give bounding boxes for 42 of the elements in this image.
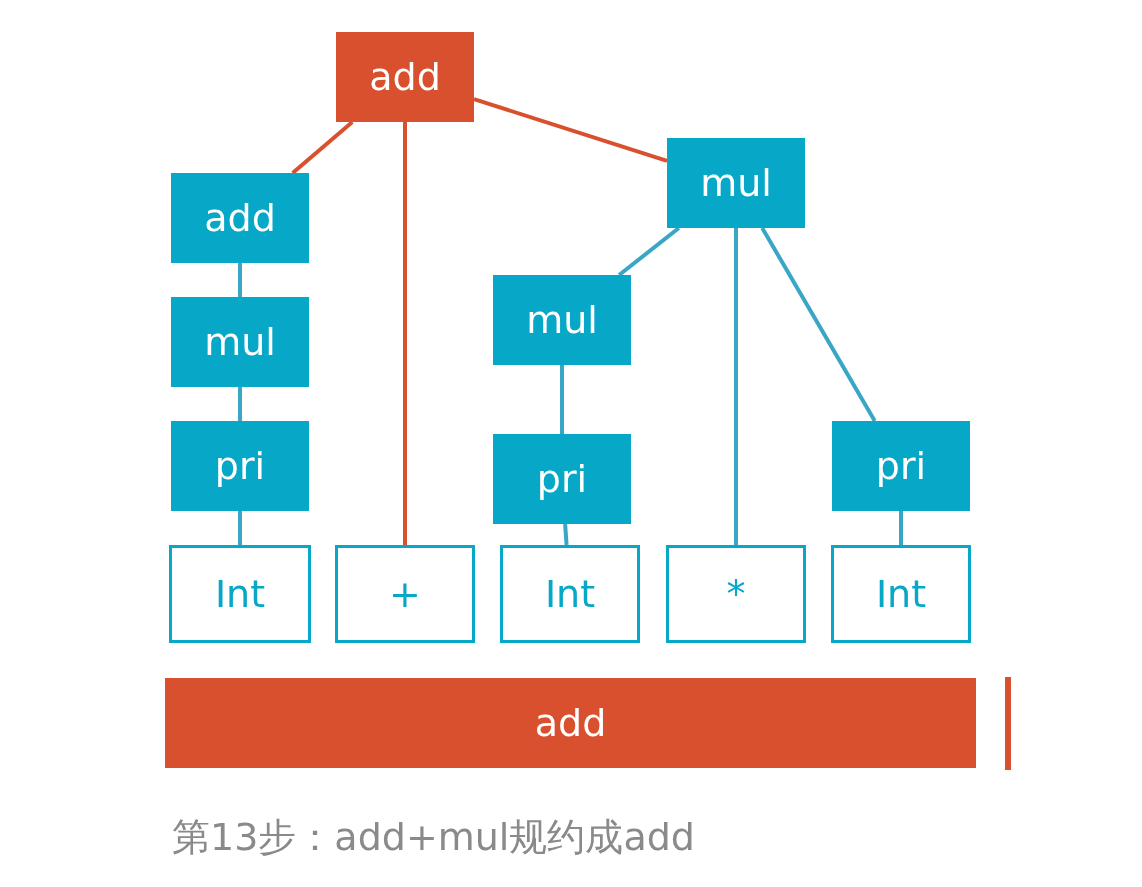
connector-line <box>734 228 738 545</box>
node-box <box>171 421 309 511</box>
connector-line <box>403 122 407 545</box>
reduction-bar <box>165 678 976 768</box>
node-label: add <box>204 199 276 237</box>
connector-line <box>473 97 668 163</box>
connector-line <box>238 511 242 545</box>
node-label: + <box>389 575 421 613</box>
node-label: pri <box>214 447 266 485</box>
node-box <box>171 173 309 263</box>
connector-line <box>760 227 877 422</box>
node-box <box>493 434 631 524</box>
connector-line <box>291 120 354 175</box>
token-box <box>169 545 311 643</box>
node-label: Int <box>875 575 927 613</box>
node-label: mul <box>204 323 276 361</box>
node-label: mul <box>526 301 598 339</box>
connector-line <box>238 263 242 297</box>
node-label: pri <box>875 447 927 485</box>
connector-line <box>560 365 564 434</box>
marker-bar <box>1005 677 1011 770</box>
token-box <box>335 545 475 643</box>
token-box <box>666 545 806 643</box>
caption: 第13步：add+mul规约成add <box>172 814 695 861</box>
node-label: Int <box>544 575 596 613</box>
node-label: * <box>726 575 746 613</box>
node-box <box>832 421 970 511</box>
connector-line <box>563 523 569 546</box>
node-label: mul <box>700 164 772 202</box>
connector-line <box>238 387 242 421</box>
token-box <box>831 545 971 643</box>
connector-line <box>617 226 681 277</box>
connector-line <box>899 511 903 545</box>
node-box <box>171 297 309 387</box>
node-label: add <box>369 58 441 96</box>
node-label: pri <box>536 460 588 498</box>
node-box <box>336 32 474 122</box>
token-box <box>500 545 640 643</box>
node-label: Int <box>214 575 266 613</box>
node-box <box>493 275 631 365</box>
node-label: add <box>534 704 607 742</box>
node-box <box>667 138 805 228</box>
